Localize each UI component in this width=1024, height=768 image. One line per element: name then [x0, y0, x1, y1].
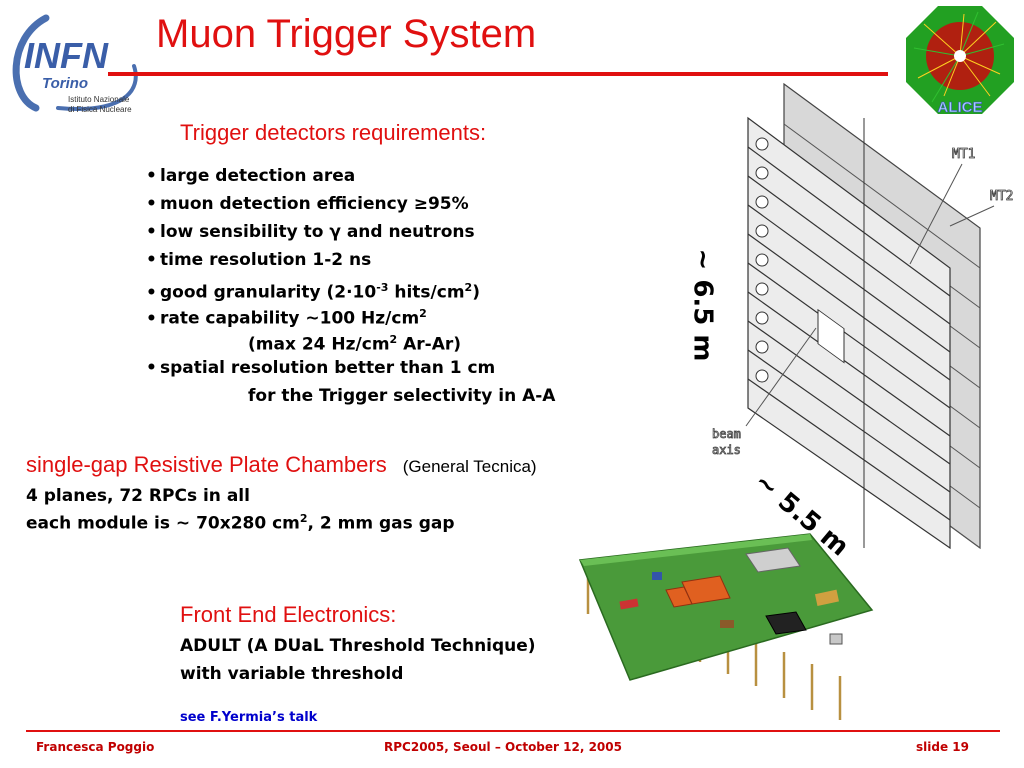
rpc-maker: (General Tecnica)	[402, 457, 537, 476]
footer-author: Francesca Poggio	[36, 740, 155, 754]
see-talk-link[interactable]: see F.Yermia’s talk	[180, 710, 318, 725]
infn-logo: INFN Torino Istituto Nazionale di Fisica…	[6, 8, 156, 116]
chamber-connector	[755, 369, 769, 383]
mt1-label: MT1	[952, 147, 975, 162]
chamber-connector	[755, 282, 769, 296]
requirements-heading: Trigger detectors requirements:	[180, 120, 487, 145]
rpc-module-line: each module is ~ 70x280 cm2, 2 mm gas ga…	[26, 512, 455, 534]
requirement-item-continued: for the Trigger selectivity in A-A	[248, 386, 556, 406]
front-end-board-image	[560, 530, 880, 722]
front-plane-strip	[747, 146, 951, 297]
front-plane-strip	[747, 204, 951, 353]
front-end-heading: Front End Electronics:	[180, 602, 397, 627]
threshold-description: with variable threshold	[180, 664, 404, 684]
height-dimension-label: ~ 6.5 m	[680, 230, 724, 380]
requirement-item: •muon detection efficiency ≥95%	[146, 194, 469, 214]
chamber-connector	[755, 166, 769, 180]
front-plane-strip	[747, 320, 951, 465]
chamber-connector	[755, 253, 769, 267]
front-plane-strip	[747, 175, 951, 325]
front-plane-strip	[747, 262, 951, 409]
front-plane-strip	[747, 233, 951, 381]
rpc-heading: single-gap Resistive Plate Chambers (Gene…	[26, 452, 537, 478]
infn-logo-name: INFN	[24, 35, 109, 76]
front-plane-strip	[747, 349, 951, 493]
svg-text:~ 6.5 m: ~ 6.5 m	[688, 248, 718, 361]
chamber-connector	[755, 340, 769, 354]
chamber-connector	[755, 311, 769, 325]
mt2-label: MT2	[990, 189, 1013, 204]
chamber-connector	[755, 195, 769, 209]
infn-logo-line1: Istituto Nazionale	[68, 95, 130, 104]
footer-divider	[26, 730, 1000, 732]
muon-trigger-detector-diagram: MT1 MT2 beam axis	[700, 78, 1024, 578]
front-plane-strip	[747, 291, 951, 437]
chamber-connector	[755, 224, 769, 238]
requirement-item: •low sensibility to γ and neutrons	[146, 222, 475, 242]
alice-logo-text: ALICE	[938, 99, 983, 116]
requirement-item: •rate capability ~100 Hz/cm2	[146, 307, 427, 329]
page-title: Muon Trigger System	[156, 12, 537, 56]
title-underline	[108, 72, 888, 76]
infn-logo-city: Torino	[42, 75, 88, 92]
front-plane-strip	[747, 378, 951, 521]
beam-axis-label-line1: beam	[712, 427, 741, 441]
requirement-item: •large detection area	[146, 166, 356, 186]
adult-description: ADULT (A DUaL Threshold Technique)	[180, 636, 536, 656]
requirement-item: •good granularity (2·10-3 hits/cm2)	[146, 281, 480, 303]
chamber-connector	[755, 137, 769, 151]
infn-logo-line2: di Fisica Nucleare	[68, 105, 132, 114]
footer-event: RPC2005, Seoul – October 12, 2005	[384, 740, 622, 754]
requirement-item: •spatial resolution better than 1 cm	[146, 358, 496, 378]
requirement-item-continued: (max 24 Hz/cm2 Ar-Ar)	[248, 333, 462, 355]
rpc-planes-line: 4 planes, 72 RPCs in all	[26, 486, 250, 506]
requirement-item: •time resolution 1-2 ns	[146, 250, 372, 270]
rpc-heading-text: single-gap Resistive Plate Chambers	[26, 452, 387, 477]
back-plane-strip	[783, 123, 981, 269]
alice-logo: ALICE	[904, 4, 1016, 116]
footer-slide-number: slide 19	[916, 740, 969, 754]
beam-axis-label-line2: axis	[712, 443, 741, 457]
